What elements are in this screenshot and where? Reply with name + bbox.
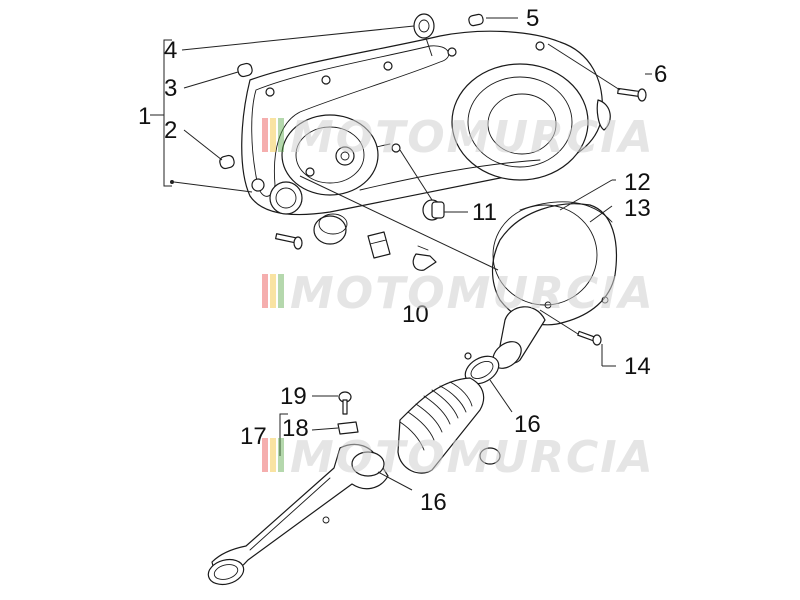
leader-lines bbox=[150, 17, 652, 491]
watermark-flag-yellow bbox=[270, 438, 276, 472]
bellows-hose bbox=[397, 377, 501, 474]
callout-12: 12 bbox=[624, 169, 651, 196]
callout-14: 14 bbox=[624, 353, 651, 380]
callout-2: 2 bbox=[164, 117, 177, 144]
bearing-4 bbox=[413, 13, 435, 39]
bracket-18 bbox=[337, 421, 359, 435]
callout-19: 19 bbox=[280, 383, 307, 410]
dowel-pin-2 bbox=[219, 154, 235, 170]
watermark-text: MOTOMURCIA bbox=[290, 268, 655, 319]
callout-3: 3 bbox=[164, 75, 177, 102]
watermark-middle: MOTOMURCIA bbox=[262, 268, 655, 319]
callout-17: 17 bbox=[240, 423, 267, 450]
callout-18: 18 bbox=[282, 415, 309, 442]
callout-4: 4 bbox=[164, 37, 177, 64]
air-duct-housing bbox=[491, 201, 618, 369]
watermark-text: MOTOMURCIA bbox=[290, 432, 655, 483]
callout-16-lower: 16 bbox=[420, 489, 447, 516]
plug-11 bbox=[422, 199, 445, 221]
intake-tube bbox=[207, 443, 389, 586]
rubber-block bbox=[367, 231, 391, 259]
screw-left bbox=[275, 233, 303, 250]
watermark-flag-green bbox=[278, 118, 284, 152]
clip-10 bbox=[412, 245, 437, 271]
screw-19 bbox=[338, 391, 352, 415]
cap-plug bbox=[313, 213, 348, 245]
callout-10: 10 bbox=[402, 301, 429, 328]
callout-16-upper: 16 bbox=[514, 411, 541, 438]
watermark-bottom: MOTOMURCIA bbox=[262, 432, 655, 483]
watermark-flag-red bbox=[262, 274, 268, 308]
watermark-flag-yellow bbox=[270, 118, 276, 152]
screw-14 bbox=[577, 330, 602, 346]
callout-1: 1 bbox=[138, 103, 151, 130]
callouts: 1 2 3 4 5 6 11 12 13 10 14 19 18 17 16 1… bbox=[138, 5, 667, 516]
watermark-top: MOTOMURCIA bbox=[262, 112, 655, 163]
callout-11: 11 bbox=[472, 199, 497, 226]
watermark-flag-red bbox=[262, 438, 268, 472]
callout-13: 13 bbox=[624, 195, 651, 222]
dowel-pin-5 bbox=[468, 13, 484, 27]
watermark-flag-green bbox=[278, 438, 284, 472]
callout-6: 6 bbox=[654, 61, 667, 88]
watermark-flag-yellow bbox=[270, 274, 276, 308]
watermark-text: MOTOMURCIA bbox=[290, 112, 655, 163]
callout-5: 5 bbox=[526, 5, 539, 32]
watermark-flag-green bbox=[278, 274, 284, 308]
bolt-6 bbox=[617, 87, 647, 102]
dowel-pin-3 bbox=[237, 62, 253, 78]
transmission-cover bbox=[241, 30, 611, 216]
watermark-flag-red bbox=[262, 118, 268, 152]
